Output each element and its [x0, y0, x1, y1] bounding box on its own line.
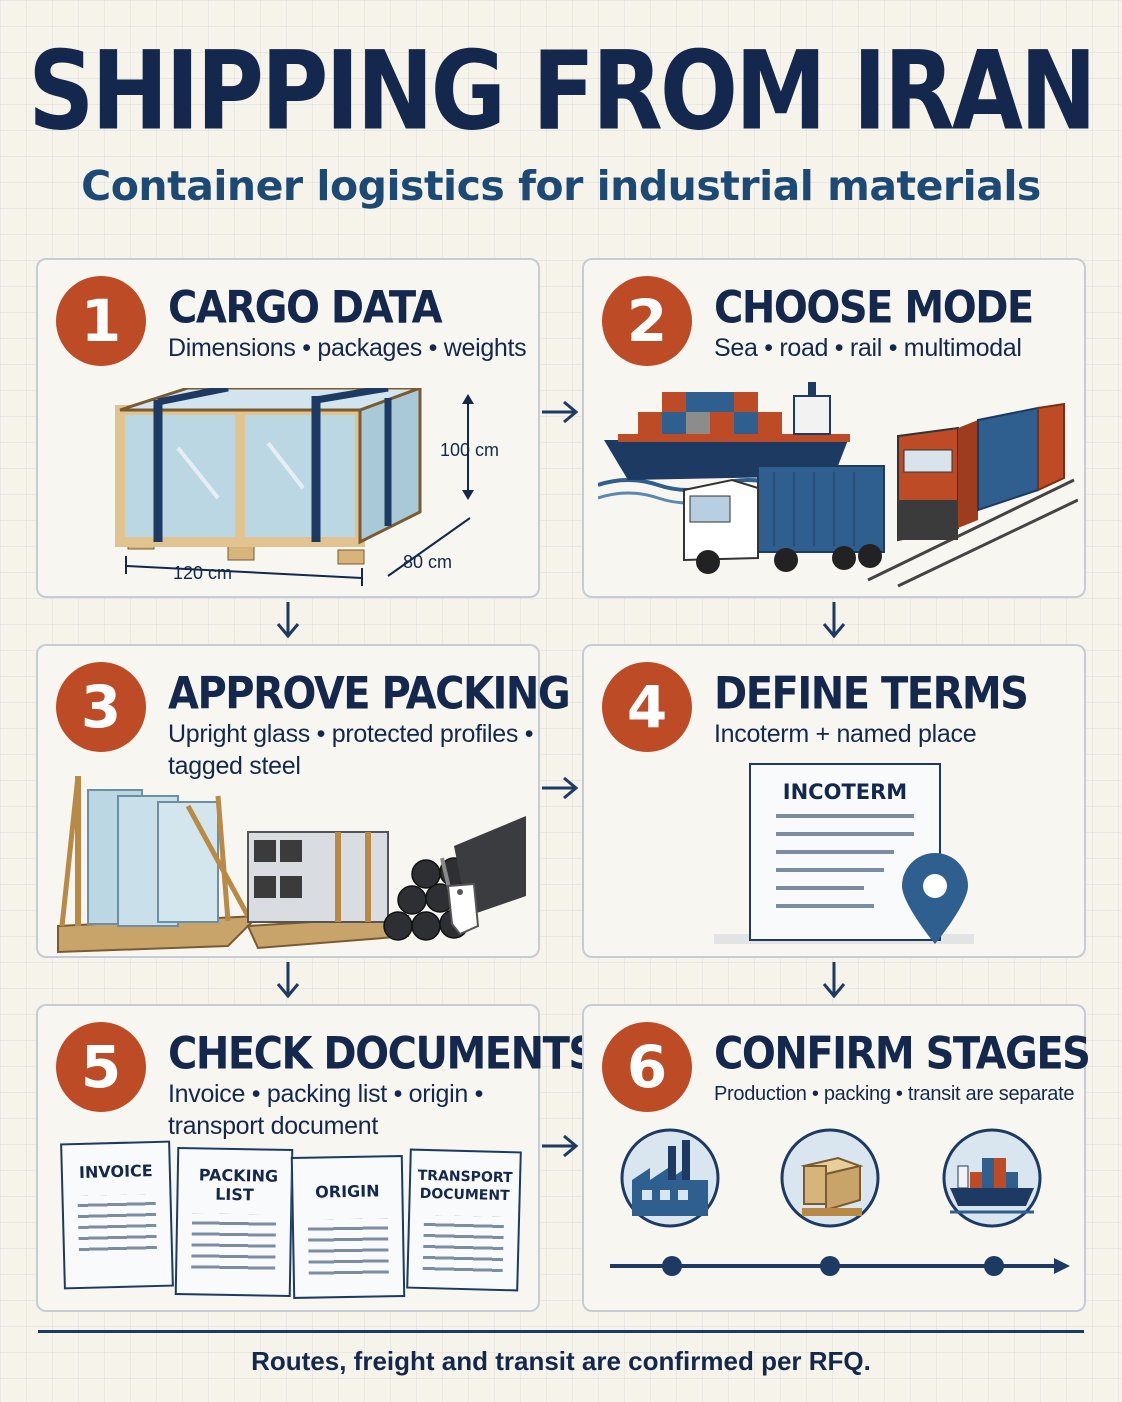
step-subtitle: Invoice • packing list • origin • transp… — [168, 1080, 484, 1140]
step-card-choose-mode: 2 CHOOSE MODE Sea • road • rail • multim… — [582, 258, 1086, 598]
step-title: CHECK DOCUMENTS — [168, 1028, 597, 1080]
footer-note: Routes, freight and transit are confirme… — [251, 1346, 871, 1376]
dimension-width: 80 cm — [403, 552, 453, 572]
arrow-icon — [276, 602, 300, 639]
crate-stage-icon — [780, 1128, 880, 1228]
arrow-icon — [276, 962, 300, 999]
factory-icon — [620, 1128, 720, 1228]
step-title: DEFINE TERMS — [714, 668, 1029, 720]
step-card-confirm-stages: 6 CONFIRM STAGES Production • packing • … — [582, 1004, 1091, 1312]
stages-timeline — [610, 1128, 1070, 1276]
step-title: CHOOSE MODE — [714, 282, 1034, 334]
step-title: CONFIRM STAGES — [714, 1028, 1091, 1080]
step-title: CARGO DATA — [168, 282, 443, 334]
doc-invoice: INVOICE — [60, 1140, 174, 1290]
step-title: APPROVE PACKING — [168, 668, 571, 720]
doc-label: TRANSPORT DOCUMENT — [417, 1167, 513, 1205]
step-subtitle: Production • packing • transit are separ… — [714, 1083, 1075, 1105]
step-number-badge: 1 — [56, 276, 146, 366]
step-card-check-documents: 5 CHECK DOCUMENTS Invoice • packing list… — [36, 1004, 597, 1312]
packing-icon — [57, 776, 526, 954]
arrow-icon — [542, 776, 579, 800]
crate-icon — [115, 388, 474, 586]
step-subtitle: Dimensions • packages • weights — [168, 334, 527, 362]
step-card-approve-packing: 3 APPROVE PACKING Upright glass • protec… — [36, 644, 571, 958]
step-number-badge: 5 — [56, 1022, 146, 1112]
step-number-badge: 4 — [602, 662, 692, 752]
step-subtitle: Incoterm + named place — [714, 720, 977, 748]
step-number-badge: 2 — [602, 276, 692, 366]
step-number-badge: 3 — [56, 662, 146, 752]
step-number-badge: 6 — [602, 1022, 692, 1112]
step-card-cargo-data: 1 CARGO DATA Dimensions • packages • wei… — [36, 258, 540, 598]
location-pin-icon — [902, 853, 968, 944]
step-subtitle: Sea • road • rail • multimodal — [714, 334, 1022, 362]
step-subtitle: Upright glass • protected profiles • tag… — [168, 720, 534, 780]
footer-divider — [38, 1330, 1084, 1333]
arrow-icon — [822, 602, 846, 639]
transport-modes-icon — [598, 382, 1078, 588]
arrow-icon — [822, 962, 846, 999]
document-icon — [714, 763, 974, 944]
doc-transport-document: TRANSPORT DOCUMENT — [406, 1148, 522, 1292]
doc-label: ORIGIN — [315, 1181, 380, 1202]
incoterm-doc-label: INCOTERM — [782, 780, 908, 804]
step-card-define-terms: 4 DEFINE TERMS Incoterm + named place IN… — [582, 644, 1086, 958]
doc-label: INVOICE — [78, 1161, 153, 1182]
page-subtitle: Container logistics for industrial mater… — [81, 162, 1041, 210]
doc-origin: ORIGIN — [290, 1155, 406, 1299]
dimension-length: 120 cm — [173, 563, 233, 583]
doc-label: PACKING LIST — [198, 1165, 279, 1205]
arrow-icon — [542, 1134, 579, 1158]
arrow-icon — [542, 400, 579, 424]
page-title: SHIPPING FROM IRAN — [28, 28, 1097, 155]
dimension-height: 100 cm — [440, 440, 500, 460]
doc-packing-list: PACKING LIST — [174, 1146, 294, 1298]
ship-icon — [942, 1128, 1042, 1228]
